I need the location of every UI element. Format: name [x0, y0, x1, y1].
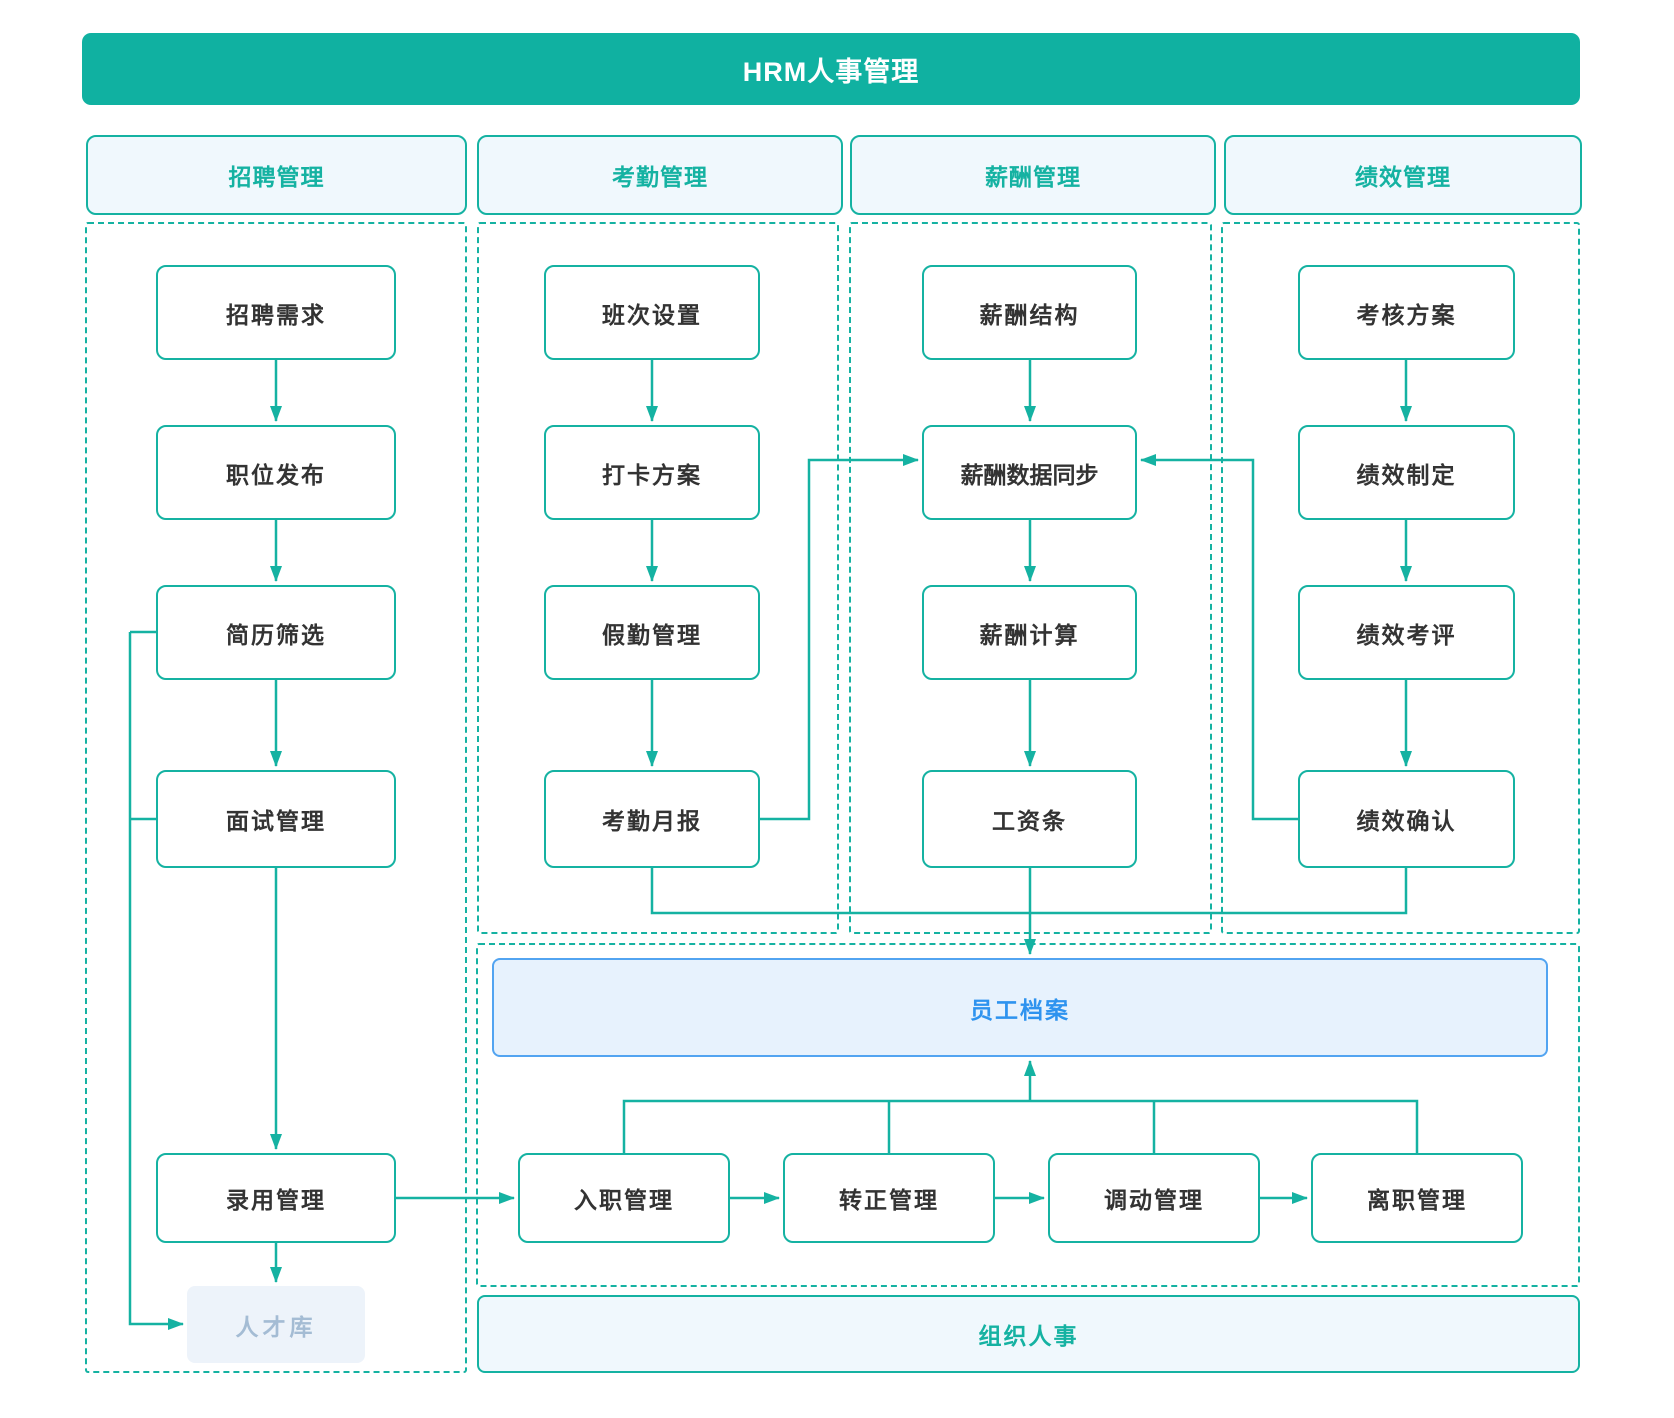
- node-punch-plan[interactable]: 打卡方案: [544, 425, 760, 520]
- title-banner[interactable]: HRM人事管理: [82, 33, 1580, 105]
- node-perf-setup[interactable]: 绩效制定: [1298, 425, 1515, 520]
- node-perf-review-label: 绩效考评: [1356, 621, 1457, 648]
- page-title: HRM人事管理: [742, 56, 920, 87]
- node-onboard[interactable]: 入职管理: [518, 1153, 730, 1243]
- node-hire[interactable]: 录用管理: [156, 1153, 396, 1243]
- node-resign[interactable]: 离职管理: [1311, 1153, 1523, 1243]
- node-regularize-label: 转正管理: [839, 1187, 939, 1213]
- node-assess-plan[interactable]: 考核方案: [1298, 265, 1515, 360]
- node-attendance-monthly-label: 考勤月报: [602, 808, 702, 834]
- footer-org-hr[interactable]: 组织人事: [477, 1295, 1580, 1373]
- header-recruitment[interactable]: 招聘管理: [86, 135, 467, 215]
- header-performance-label: 绩效管理: [1355, 164, 1451, 190]
- node-leave-mgmt[interactable]: 假勤管理: [544, 585, 760, 680]
- header-salary[interactable]: 薪酬管理: [850, 135, 1216, 215]
- header-attendance-label: 考勤管理: [612, 164, 708, 190]
- node-shift-setup[interactable]: 班次设置: [544, 265, 760, 360]
- node-transfer[interactable]: 调动管理: [1048, 1153, 1260, 1243]
- node-attendance-monthly[interactable]: 考勤月报: [544, 770, 760, 868]
- node-payslip[interactable]: 工资条: [922, 770, 1137, 868]
- container-recruitment: [85, 222, 467, 1373]
- node-perf-review[interactable]: 绩效考评: [1298, 585, 1515, 680]
- node-interview[interactable]: 面试管理: [156, 770, 396, 868]
- node-recruit-need-label: 招聘需求: [226, 301, 326, 328]
- node-job-post-label: 职位发布: [226, 461, 326, 488]
- node-onboard-label: 入职管理: [574, 1187, 674, 1213]
- node-resume-screen-label: 简历筛选: [226, 621, 326, 648]
- node-payslip-label: 工资条: [992, 808, 1067, 834]
- node-resign-label: 离职管理: [1367, 1187, 1467, 1213]
- header-attendance[interactable]: 考勤管理: [477, 135, 843, 215]
- node-perf-setup-label: 绩效制定: [1356, 461, 1457, 488]
- node-talent-pool[interactable]: 人才库: [187, 1286, 365, 1363]
- node-salary-structure[interactable]: 薪酬结构: [922, 265, 1137, 360]
- node-leave-mgmt-label: 假勤管理: [602, 621, 702, 648]
- node-employee-archive[interactable]: 员工档案: [492, 958, 1548, 1057]
- node-recruit-need[interactable]: 招聘需求: [156, 265, 396, 360]
- footer-org-hr-label: 组织人事: [978, 1323, 1079, 1349]
- node-perf-confirm-label: 绩效确认: [1356, 808, 1457, 834]
- node-talent-pool-label: 人才库: [235, 1313, 317, 1340]
- node-hire-label: 录用管理: [226, 1187, 326, 1213]
- node-salary-structure-label: 薪酬结构: [979, 301, 1080, 328]
- node-employee-archive-label: 员工档案: [970, 996, 1070, 1023]
- header-performance[interactable]: 绩效管理: [1224, 135, 1582, 215]
- node-salary-calc-label: 薪酬计算: [979, 621, 1080, 648]
- node-shift-setup-label: 班次设置: [602, 301, 702, 328]
- header-recruitment-label: 招聘管理: [228, 164, 325, 190]
- node-job-post[interactable]: 职位发布: [156, 425, 396, 520]
- node-perf-confirm[interactable]: 绩效确认: [1298, 770, 1515, 868]
- node-assess-plan-label: 考核方案: [1356, 301, 1457, 328]
- header-salary-label: 薪酬管理: [985, 164, 1081, 190]
- node-transfer-label: 调动管理: [1104, 1187, 1204, 1213]
- node-punch-plan-label: 打卡方案: [602, 461, 702, 488]
- node-salary-sync-label: 薪酬数据同步: [960, 461, 1099, 488]
- node-interview-label: 面试管理: [226, 808, 326, 834]
- node-salary-calc[interactable]: 薪酬计算: [922, 585, 1137, 680]
- node-regularize[interactable]: 转正管理: [783, 1153, 995, 1243]
- node-salary-sync[interactable]: 薪酬数据同步: [922, 425, 1137, 520]
- node-resume-screen[interactable]: 简历筛选: [156, 585, 396, 680]
